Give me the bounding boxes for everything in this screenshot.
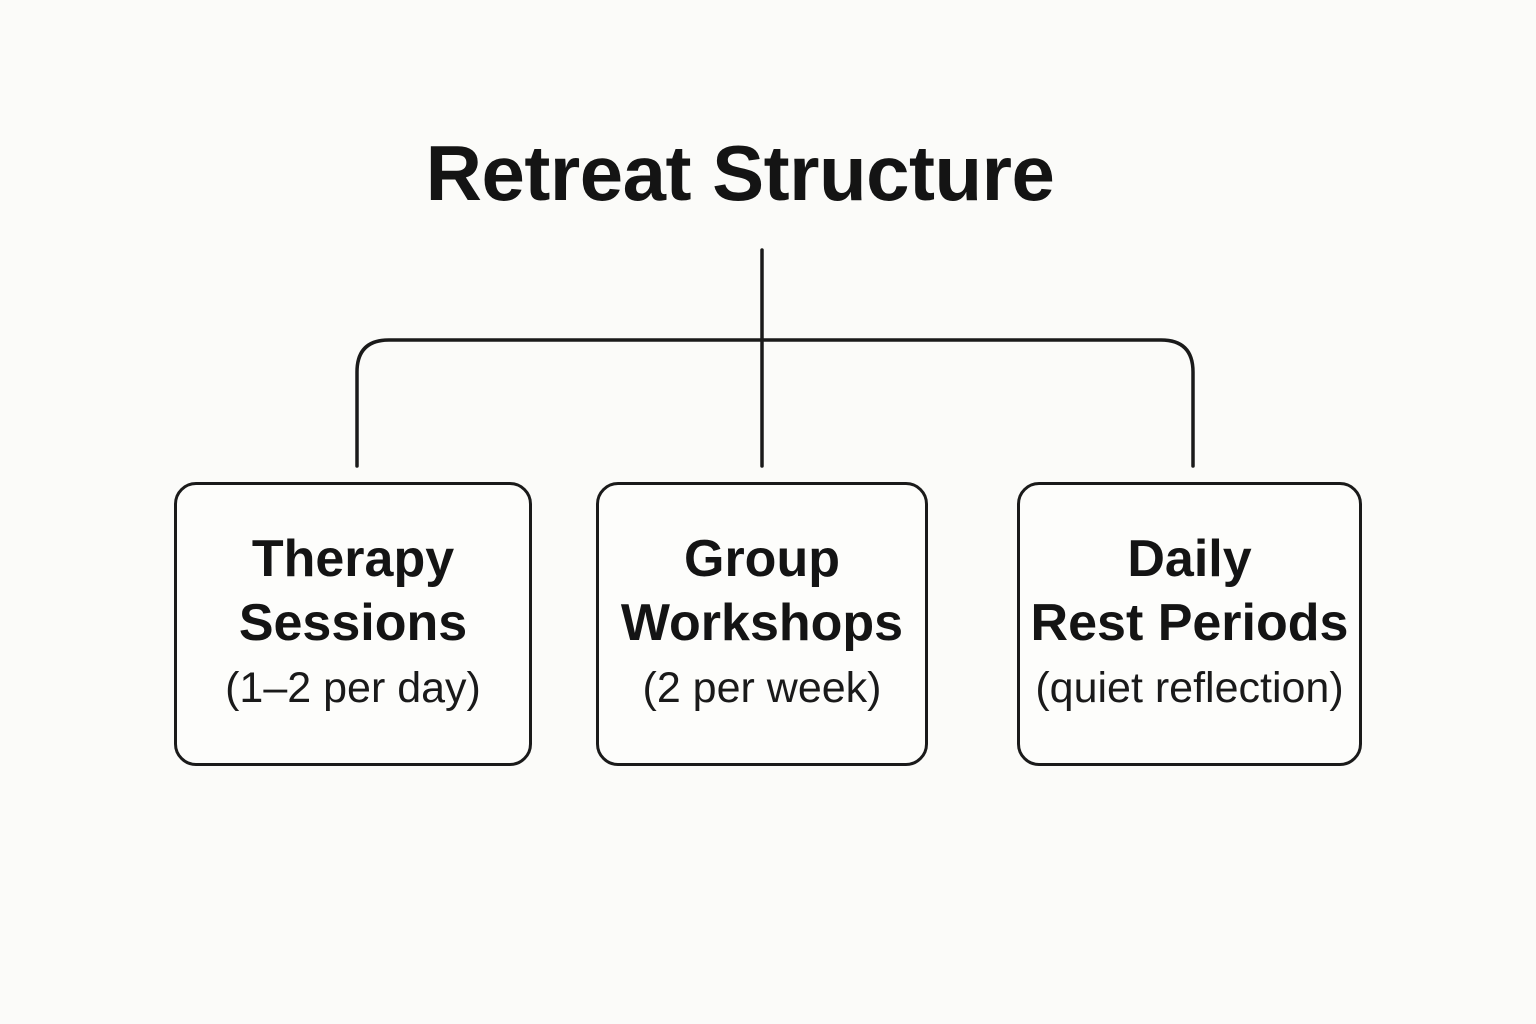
- node-label-line2: Rest Periods: [1030, 594, 1349, 652]
- node-label-line1: Group: [684, 530, 840, 588]
- node-daily-rest-periods: Daily Rest Periods (quiet reflection): [1017, 482, 1362, 766]
- node-label-line2: Sessions: [238, 594, 468, 652]
- node-label-line1: Daily: [1127, 530, 1252, 588]
- diagram-title: Retreat Structure: [425, 129, 1055, 217]
- branch-bracket-line: [355, 338, 1195, 468]
- node-note: (1–2 per day): [225, 664, 481, 712]
- node-note: (quiet reflection): [1035, 664, 1344, 712]
- node-note: (2 per week): [642, 664, 882, 712]
- node-label-line2: Workshops: [620, 594, 904, 652]
- node-therapy-sessions: Therapy Sessions (1–2 per day): [174, 482, 532, 766]
- node-group-workshops: Group Workshops (2 per week): [596, 482, 928, 766]
- node-label-line1: Therapy: [251, 530, 455, 588]
